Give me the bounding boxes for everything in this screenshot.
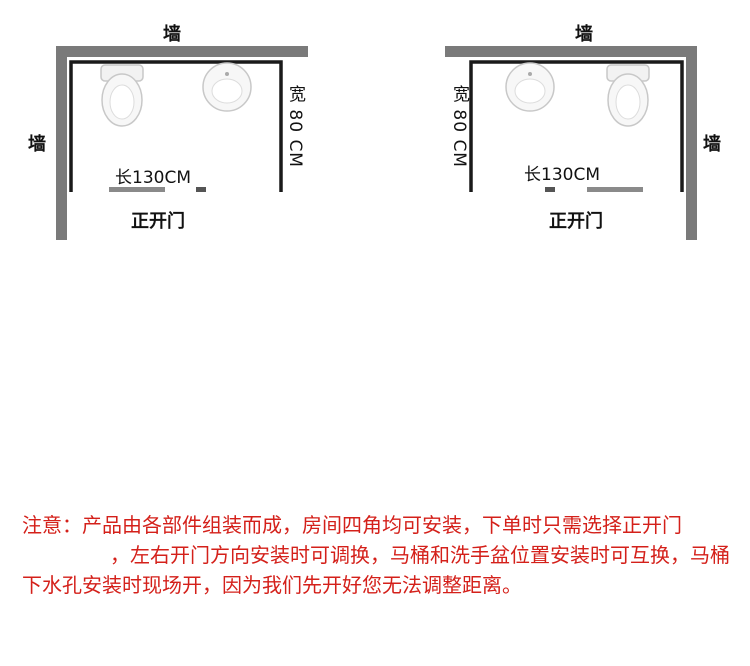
door-leaf xyxy=(109,187,165,192)
left-wall-side-label: 墙 xyxy=(28,134,46,155)
right-wall-side-label: 墙 xyxy=(703,134,721,155)
washbasin-icon xyxy=(202,62,252,112)
room-frame xyxy=(69,60,283,192)
note-text-part2: ，左右开门方向安装时可调换，马桶和洗手盆位置安装时可互换，马桶下水孔安装时现场开… xyxy=(22,543,730,597)
room-frame xyxy=(469,60,684,192)
door-handle-block xyxy=(545,187,555,192)
right-floor-plan xyxy=(445,46,697,240)
left-width-label: 宽 80 CM xyxy=(285,85,305,168)
left-floor-plan xyxy=(56,46,308,240)
installation-note: 注意：产品由各部件组装而成，房间四角均可安装，下单时只需选择正开门 ，左右开门方向… xyxy=(22,510,737,600)
side-wall xyxy=(686,46,697,240)
left-door-label: 正开门 xyxy=(131,211,185,232)
right-length-label: 长130CM xyxy=(524,165,600,185)
door-leaf xyxy=(587,187,643,192)
washbasin-icon xyxy=(505,62,555,112)
note-text-part1: 注意：产品由各部件组装而成，房间四角均可安装，下单时只需选择正开门 xyxy=(22,513,682,537)
left-wall-top-label: 墙 xyxy=(163,24,181,45)
toilet-icon xyxy=(606,64,650,127)
side-wall xyxy=(56,46,67,240)
top-wall xyxy=(56,46,308,57)
door-handle-block xyxy=(196,187,206,192)
right-width-label: 宽 80 CM xyxy=(449,85,469,168)
right-wall-top-label: 墙 xyxy=(575,24,593,45)
right-door-label: 正开门 xyxy=(549,211,603,232)
toilet-icon xyxy=(100,64,144,127)
top-wall xyxy=(445,46,697,57)
left-length-label: 长130CM xyxy=(115,168,191,188)
